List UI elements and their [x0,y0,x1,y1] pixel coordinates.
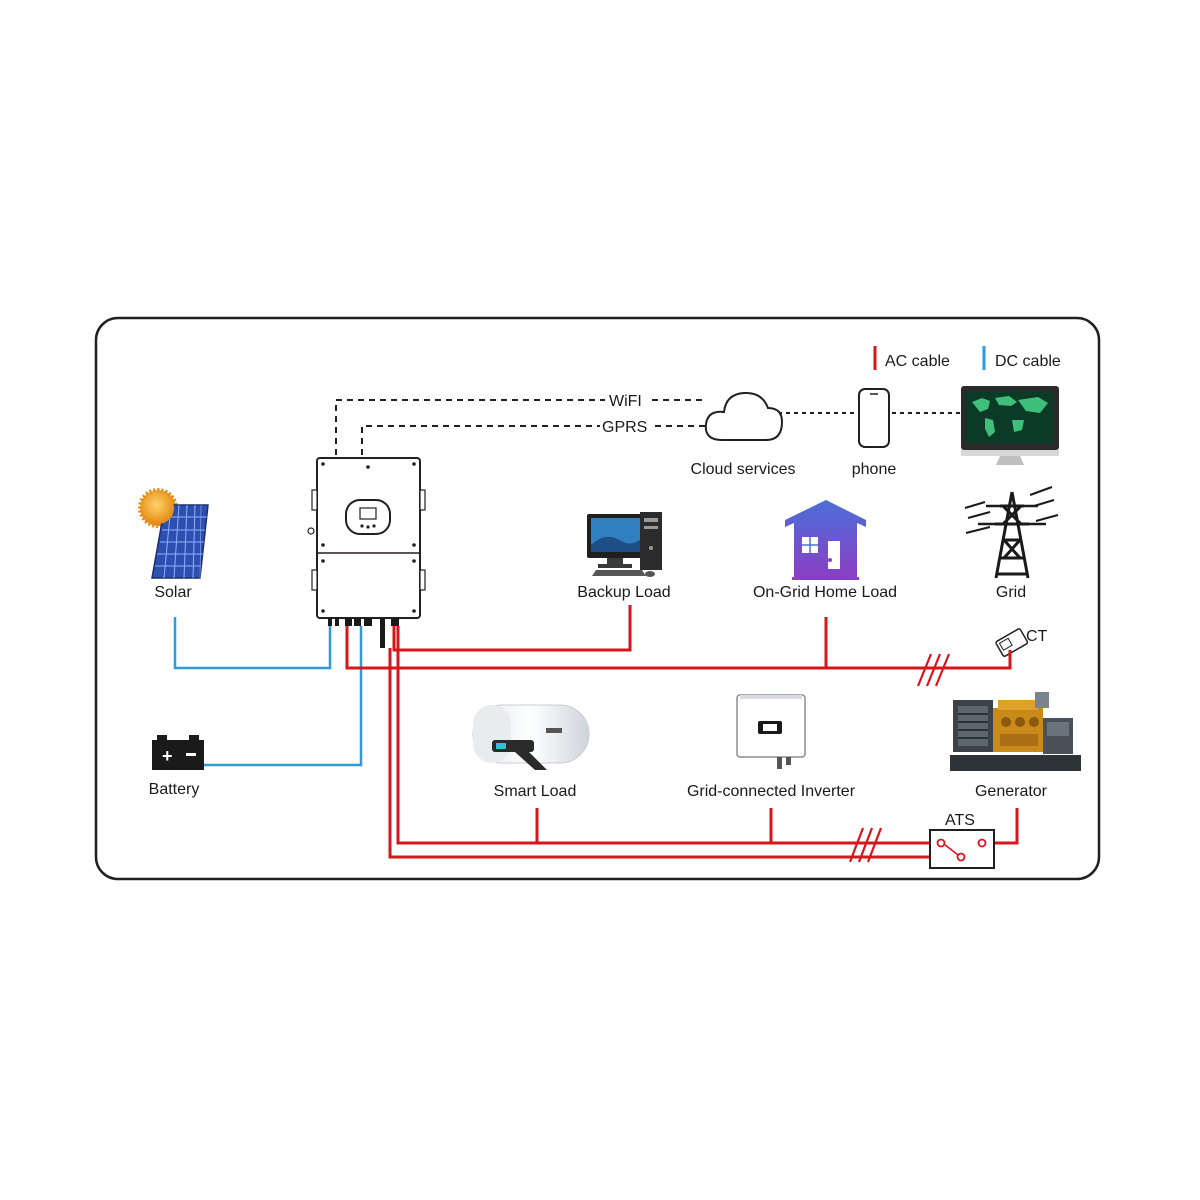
svg-text:+: + [162,746,173,766]
legend: AC cable DC cable [873,346,1061,370]
hybrid-inverter-icon [307,457,426,648]
backup-load-cable [392,605,632,652]
desktop-computer-icon [587,512,662,577]
ct-clamp-icon [995,628,1029,657]
home-load-label: On-Grid Home Load [753,584,897,601]
grid-bus-cable [345,626,1012,670]
string-inverter-icon [736,694,806,769]
generator-label: Generator [975,783,1048,800]
ats-label: ATS [945,812,975,829]
monitor-icon [961,386,1059,465]
ct-label: CT [1026,628,1048,645]
ac-cables [345,605,1019,863]
wifi-link [335,399,605,455]
generator-cable [985,808,1019,845]
ats-switch [929,829,995,869]
phone-icon [858,388,890,448]
phone-label: phone [852,461,897,478]
wifi-label: WiFI [609,393,642,410]
ats-bus-cable [388,648,960,859]
solar-label: Solar [154,584,192,601]
gprs-label: GPRS [602,419,647,436]
power-tower-icon [964,486,1059,579]
grid-label: Grid [996,584,1026,601]
cloud-icon [704,391,784,441]
gprs-link [361,425,600,455]
battery-label: Battery [149,781,200,798]
legend-dc-label: DC cable [995,353,1061,370]
solar-dc-cable [173,617,332,670]
dc-cables [173,617,363,767]
grid-inverter-label: Grid-connected Inverter [687,783,856,800]
water-heater-icon [472,704,590,770]
smart-load-label: Smart Load [494,783,577,800]
backup-load-label: Backup Load [577,584,670,601]
cloud-label: Cloud services [691,461,796,478]
house-icon [785,500,866,580]
smart-load-bus-cable [396,626,937,845]
legend-ac-label: AC cable [885,353,950,370]
battery-icon: + [152,735,204,770]
comm-links [335,399,962,455]
solar-panel-icon [138,488,209,579]
generator-icon [950,692,1081,771]
battery-dc-cable [204,626,363,767]
